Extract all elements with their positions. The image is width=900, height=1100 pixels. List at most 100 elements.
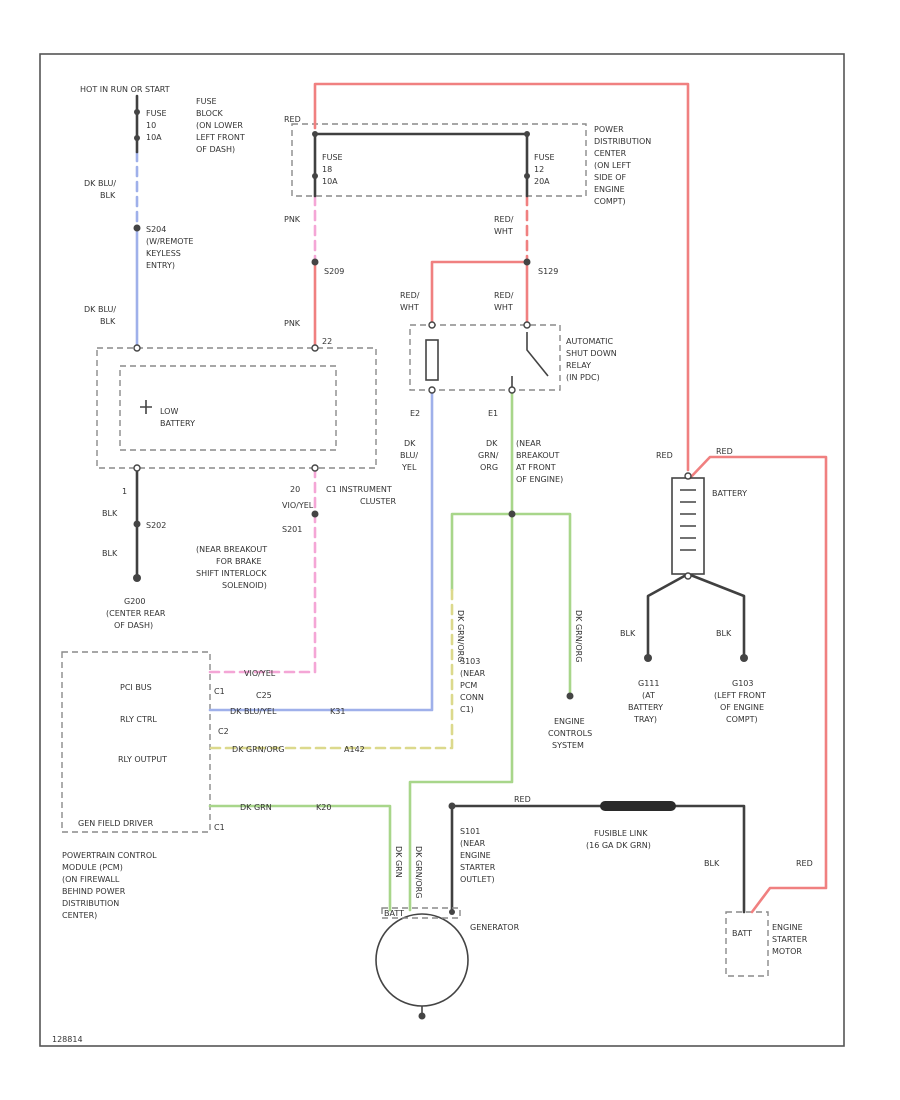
pdc-label: (ON LEFT xyxy=(594,161,631,170)
fusible-link xyxy=(600,801,676,811)
ground-g103 xyxy=(740,654,748,662)
wire-color-label: VIO/YEL xyxy=(282,501,314,510)
wire-code-label: K31 xyxy=(330,707,345,716)
ground-g111-label: TRAY) xyxy=(633,715,657,724)
wire-code-label: DK BLU/YEL xyxy=(230,707,277,716)
node-battery-negative xyxy=(684,572,692,580)
fuse-block-label: FUSE xyxy=(196,97,217,106)
splice-s101-label: OUTLET) xyxy=(460,875,495,884)
wire-dk-grn-org-breakout-right xyxy=(510,512,572,696)
pin-label: E1 xyxy=(488,409,498,418)
hot-in-run-start-label: HOT IN RUN OR START xyxy=(80,85,170,94)
label-group: HOT IN RUN OR START FUSE BLOCK (ON LOWER… xyxy=(52,85,813,1044)
wire-color-label: DK BLU/ xyxy=(84,179,116,188)
wire-color-label: DK BLU/ xyxy=(84,305,116,314)
fuse-block-label: BLOCK xyxy=(196,109,224,118)
breakout-label: BREAKOUT xyxy=(516,451,560,460)
pcm-label: CENTER) xyxy=(62,911,97,920)
fusible-link-label: FUSIBLE LINK xyxy=(594,829,648,838)
fuse-12-label: 20A xyxy=(534,177,550,186)
wire-dk-grn-pcm-to-generator xyxy=(208,804,392,912)
pin-label: 22 xyxy=(322,337,332,346)
ground-g111-label: BATTERY xyxy=(628,703,663,712)
splice-s201 xyxy=(311,510,319,518)
ground-g200-label: G200 xyxy=(124,597,145,606)
splice-s204-label: (W/REMOTE xyxy=(146,237,193,246)
diagram-frame xyxy=(39,53,845,1047)
low-battery-lamp-outline xyxy=(119,365,337,451)
fuse-18-label: FUSE xyxy=(322,153,343,162)
ground-g111-label: (AT xyxy=(642,691,655,700)
node-relay-in-r xyxy=(523,321,531,329)
wire-code-label: DK GRN xyxy=(240,803,272,812)
pcm-connector-label: C1 xyxy=(214,687,225,696)
node-pdc-fuse18-top xyxy=(312,131,318,137)
wire-red-battery-to-pdc xyxy=(313,82,690,472)
wire-color-label: PNK xyxy=(284,319,301,328)
ground-g103-label: COMPT) xyxy=(726,715,758,724)
splice-s103-label: S103 xyxy=(460,657,480,666)
node-pdc-fuse18-bottom xyxy=(312,173,318,179)
wire-color-label: RED/ xyxy=(400,291,420,300)
asd-relay-label: SHUT DOWN xyxy=(566,349,617,358)
splice-s103-label: CONN xyxy=(460,693,484,702)
wire-color-label: BLU/ xyxy=(400,451,418,460)
breakout-label: (NEAR xyxy=(516,439,542,448)
wire-color-label: RED xyxy=(514,795,531,804)
engine-controls-label: SYSTEM xyxy=(552,741,584,750)
fuse-block-label: LEFT FRONT xyxy=(196,133,245,142)
node-pdc-fuse12-top xyxy=(524,131,530,137)
splice-s103-label: PCM xyxy=(460,681,477,690)
asd-relay-label: AUTOMATIC xyxy=(566,337,614,346)
asd-relay-label: RELAY xyxy=(566,361,591,370)
splice-s129-label: S129 xyxy=(538,267,558,276)
splice-s101-label: (NEAR xyxy=(460,839,486,848)
pcm-label: BEHIND POWER xyxy=(62,887,126,896)
wire-color-label: RED xyxy=(716,447,733,456)
splice-s101 xyxy=(448,802,456,810)
starter-pin-label: BATT xyxy=(732,929,752,938)
wire-color-label: WHT xyxy=(494,303,513,312)
wire-code-label: DK GRN/ORG xyxy=(232,745,284,754)
wire-color-label: YEL xyxy=(401,463,417,472)
wire-color-label: WHT xyxy=(400,303,419,312)
fuse-10-label: 10 xyxy=(146,121,156,130)
wire-color-label: BLK xyxy=(704,859,720,868)
pin-label: 1 xyxy=(122,487,127,496)
node-relay-e1 xyxy=(508,386,516,394)
wire-red-wht-s129-loop xyxy=(430,260,529,327)
node-relay-e2 xyxy=(428,386,436,394)
wire-vio-yel-cluster-to-pcm xyxy=(208,466,317,674)
fuse-18-label: 10A xyxy=(322,177,338,186)
footer-code: 128814 xyxy=(52,1035,83,1044)
asd-relay-label: (IN PDC) xyxy=(566,373,600,382)
pcm-label: DISTRIBUTION xyxy=(62,899,119,908)
node-fuse10-top xyxy=(134,109,140,115)
pdc-label: POWER xyxy=(594,125,624,134)
starter-label: STARTER xyxy=(772,935,808,944)
ground-g103-label: OF ENGINE xyxy=(720,703,764,712)
splice-breakout xyxy=(508,510,516,518)
node-relay-in-l xyxy=(428,321,436,329)
fusible-link-label: (16 GA DK GRN) xyxy=(586,841,651,850)
wire-dk-grn-org-breakout-left xyxy=(450,512,514,592)
wire-color-label: BLK xyxy=(102,549,118,558)
starter-label: MOTOR xyxy=(772,947,802,956)
pcm-connector-label: C1 xyxy=(214,823,225,832)
wire-vertical-code: DK GRN/ORG xyxy=(574,610,583,662)
splice-s103-label: C1) xyxy=(460,705,474,714)
pcm-label: POWERTRAIN CONTROL xyxy=(62,851,157,860)
node-cluster-pin1 xyxy=(133,464,141,472)
starter-motor-outline xyxy=(725,911,769,977)
low-battery-label: BATTERY xyxy=(160,419,195,428)
breakout-label: AT FRONT xyxy=(516,463,556,472)
instrument-cluster-label: C1 INSTRUMENT xyxy=(326,485,392,494)
wire-color-label: GRN/ xyxy=(478,451,499,460)
wire-color-label: RED/ xyxy=(494,291,514,300)
ground-g200-label: OF DASH) xyxy=(114,621,153,630)
fuse-18-label: 18 xyxy=(322,165,332,174)
battery-label: BATTERY xyxy=(712,489,747,498)
pdc-fuse-box-outline xyxy=(291,123,587,197)
splice-s103-label: (NEAR xyxy=(460,669,486,678)
generator-icon xyxy=(375,913,469,1007)
